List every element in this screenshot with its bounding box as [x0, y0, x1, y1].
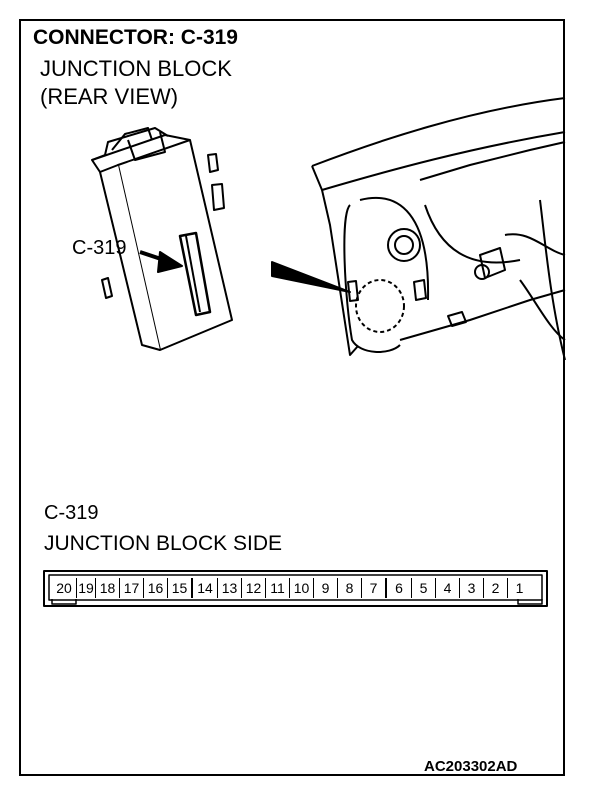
figure-code: AC203302AD — [424, 758, 518, 775]
diagram-title: CONNECTOR: C-319 — [33, 26, 238, 49]
pin-6: 6 — [385, 578, 411, 598]
diagram-frame — [19, 19, 565, 776]
pin-14: 14 — [191, 578, 217, 598]
pin-17: 17 — [119, 578, 143, 598]
location-arrow — [271, 261, 351, 293]
pin-1: 1 — [507, 578, 531, 598]
connector-outline — [43, 570, 548, 607]
pin-11: 11 — [265, 578, 289, 598]
pin-4: 4 — [435, 578, 459, 598]
pin-19: 19 — [76, 578, 95, 598]
pin-18: 18 — [95, 578, 119, 598]
junction-block-drawing — [91, 127, 233, 351]
subtitle-junction-block: JUNCTION BLOCK — [40, 56, 232, 81]
pin-2: 2 — [483, 578, 507, 598]
pin-7: 7 — [361, 578, 385, 598]
subtitle-rear-view: (REAR VIEW) — [40, 84, 179, 109]
connector-side-label: JUNCTION BLOCK SIDE — [44, 532, 283, 555]
pointer-arrow — [139, 250, 183, 273]
pin-13: 13 — [217, 578, 241, 598]
dashboard-drawing — [311, 97, 566, 361]
pin-16: 16 — [143, 578, 167, 598]
connector-callout-label: C-319 — [72, 237, 127, 259]
pin-5: 5 — [411, 578, 435, 598]
connector-id-label: C-319 — [44, 502, 99, 524]
pin-9: 9 — [313, 578, 337, 598]
pin-12: 12 — [241, 578, 265, 598]
pin-8: 8 — [337, 578, 361, 598]
pin-3: 3 — [459, 578, 483, 598]
pin-15: 15 — [167, 578, 191, 598]
pin-10: 10 — [289, 578, 313, 598]
pin-20: 20 — [56, 580, 72, 596]
